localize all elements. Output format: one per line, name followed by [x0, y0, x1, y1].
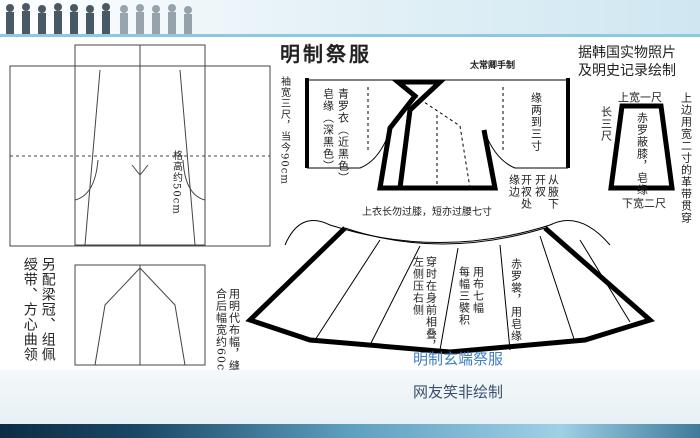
slit-label: 开衩	[533, 174, 547, 198]
caption-title: 明制玄端祭服	[413, 350, 504, 368]
top-banner	[0, 0, 700, 36]
apron-belt-label: 上边用宽二寸的革带贯穿	[679, 92, 693, 224]
sleeve-width-label: 袖宽三尺，当今90cm	[278, 76, 290, 185]
apron-top-label: 上宽一尺	[618, 91, 662, 104]
knee-cover-shape	[608, 103, 675, 191]
grid-height-label: 格高约50cm	[170, 150, 182, 215]
source-line-2: 及明史记录绘制	[578, 63, 676, 79]
skirt-panels-line-2: 每幅三襞积	[457, 266, 471, 326]
skirt-desc-label: 赤罗裳，用皂缘	[509, 258, 523, 342]
skirt-overlap-line-2: 左侧压右侧	[411, 256, 425, 316]
apron-desc-label: 赤罗蔽膝，皂缘	[635, 112, 649, 196]
accessories-line-1: 另配梁冠、组佩	[39, 257, 56, 362]
footer-bar	[0, 424, 700, 438]
robe-length-label: 上衣长勿过膝，短亦过腰七寸	[362, 207, 492, 218]
skirt-panels-line-1: 用布七幅	[471, 266, 485, 314]
trim-width-label: 缘两到三寸	[529, 92, 543, 152]
robe-color-label: 青罗衣（近黑色）	[336, 88, 350, 184]
edge-trim-label: 缘边	[507, 174, 521, 198]
skirt-overlap-line-1: 穿时在身前相叠，	[424, 256, 438, 352]
trim-color-label: 皂缘（深黑色）	[321, 88, 335, 172]
people-silhouettes-icon	[6, 3, 192, 36]
slit-place-label: 开衩处	[519, 174, 533, 210]
maker-label: 太常卿手制	[470, 61, 516, 71]
apron-bottom-label: 下宽二尺	[622, 197, 666, 210]
diagram-title: 明制祭服	[280, 42, 372, 66]
cloth-width-line-1: 用明代布幅，缝	[227, 288, 241, 372]
source-line-1: 据韩国实物照片	[578, 45, 676, 61]
cloth-width-line-2: 合后幅宽约60cm	[214, 288, 228, 383]
apron-length-label: 长三尺	[599, 106, 613, 142]
banner-divider	[0, 34, 700, 37]
armpit-label: 从腋下	[546, 174, 560, 210]
accessories-line-2: 绶带、方心曲领	[21, 257, 38, 362]
caption-author: 网友笑非绘制	[413, 383, 504, 401]
